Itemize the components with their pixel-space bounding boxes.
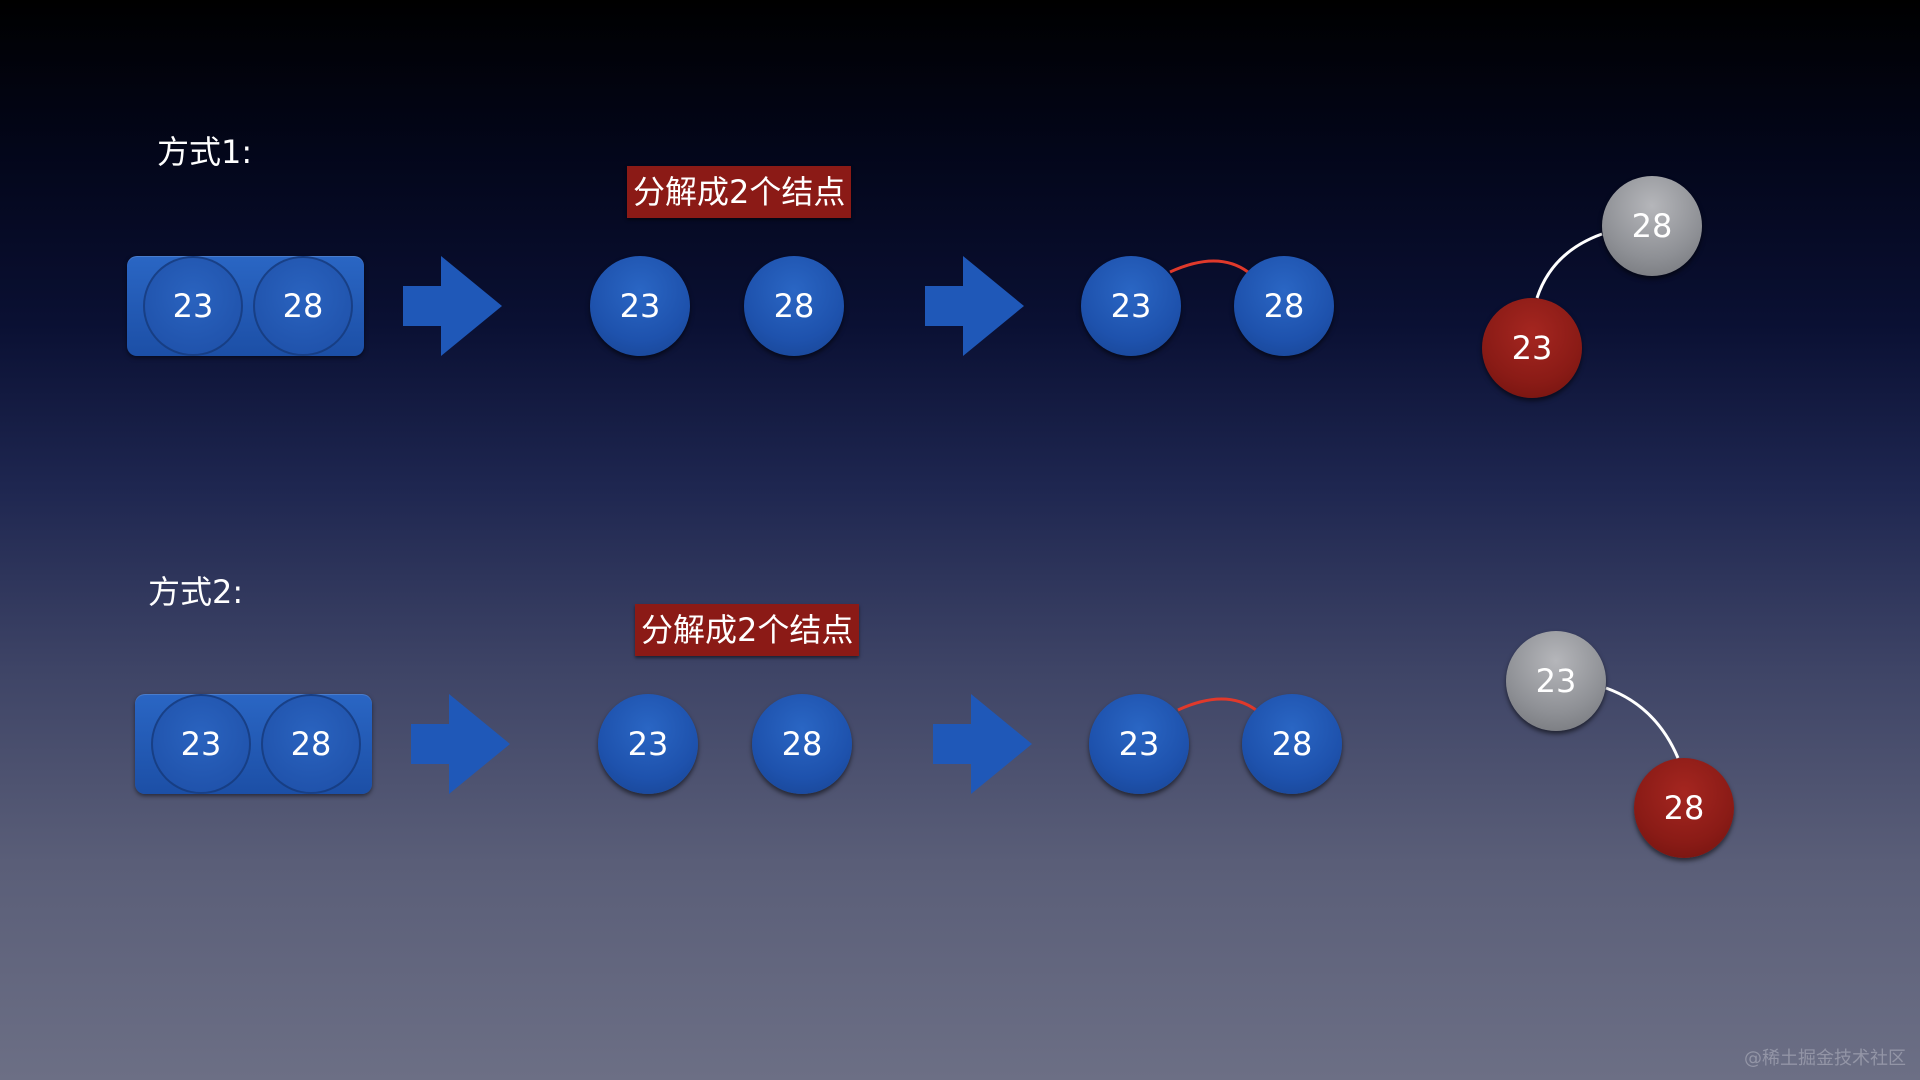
linked-node-1-b: 28 [1234, 256, 1334, 356]
arrow-right-icon [411, 694, 510, 794]
arrow-right-icon [933, 694, 1032, 794]
combined-node-2-key-a: 23 [151, 694, 251, 794]
tree-2-child-node: 28 [1634, 758, 1734, 858]
tree-1-parent-node: 28 [1602, 176, 1702, 276]
tree-2-parent-node: 23 [1506, 631, 1606, 731]
section-1-step-label: 分解成2个结点 [627, 166, 852, 218]
tree-edge-2 [1605, 686, 1680, 759]
section-2-step-label: 分解成2个结点 [635, 604, 860, 656]
linked-node-2-b: 28 [1242, 694, 1342, 794]
split-node-2-b: 28 [752, 694, 852, 794]
section-1-title: 方式1: [157, 133, 253, 171]
red-link-1 [1169, 259, 1249, 274]
combined-node-1-key-a: 23 [143, 256, 243, 356]
linked-node-1-a: 23 [1081, 256, 1181, 356]
linked-node-2-a: 23 [1089, 694, 1189, 794]
arrow-right-icon [403, 256, 502, 356]
combined-node-1: 23 28 [127, 256, 364, 356]
split-node-2-a: 23 [598, 694, 698, 794]
arrow-right-icon [925, 256, 1024, 356]
red-link-2 [1177, 697, 1257, 712]
combined-node-1-key-b: 28 [253, 256, 353, 356]
tree-1-child-node: 23 [1482, 298, 1582, 398]
tree-edge-1 [1535, 232, 1603, 299]
combined-node-2-key-b: 28 [261, 694, 361, 794]
combined-node-2: 23 28 [135, 694, 372, 794]
split-node-1-a: 23 [590, 256, 690, 356]
split-node-1-b: 28 [744, 256, 844, 356]
section-2-title: 方式2: [148, 573, 244, 611]
watermark-text: @稀土掘金技术社区 [1744, 1048, 1906, 1069]
